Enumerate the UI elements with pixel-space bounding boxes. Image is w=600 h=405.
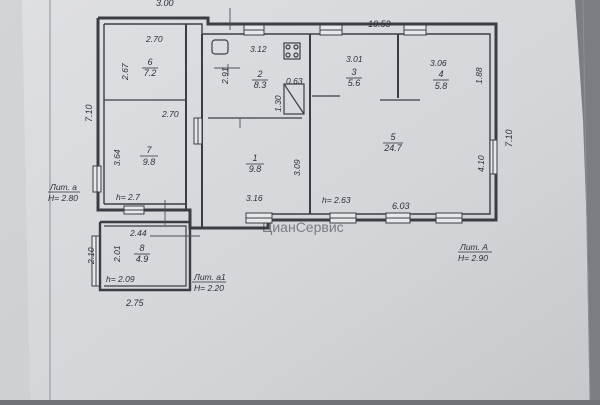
paper-fold [0, 0, 30, 400]
svg-text:H= 2.80: H= 2.80 [48, 193, 78, 203]
room-number: 7 [146, 145, 152, 155]
room-area: 8.3 [254, 80, 267, 90]
room-number: 3 [351, 67, 356, 77]
room3-width: 3.01 [346, 54, 363, 64]
room-5: 5 24.7 [383, 132, 403, 153]
liter-label-main: Лит. А H= 2.90 [458, 242, 492, 263]
overall-top-dim: 3.00 [156, 0, 174, 8]
sink-symbol [211, 39, 229, 55]
svg-text:Лит. а: Лит. а [49, 182, 77, 192]
room-number: 1 [252, 153, 257, 163]
overall-right-dim: 7.10 [504, 129, 514, 147]
room-6: 6 7.2 [142, 57, 158, 78]
room-number: 6 [147, 57, 152, 67]
annex-outer-height: 2.10 [86, 247, 96, 265]
room1-height: 3.09 [292, 159, 302, 176]
frame-line-right [582, 0, 591, 401]
room-area: 5.6 [348, 78, 361, 88]
room4-width: 3.06 [430, 58, 447, 68]
svg-text:H= 2.20: H= 2.20 [194, 283, 224, 293]
stove-symbol [283, 42, 301, 60]
staircase [283, 83, 305, 115]
room6-height: 2.67 [120, 63, 130, 81]
room2-height: 2.91 [220, 67, 230, 85]
stair-width: 0.63 [286, 76, 303, 86]
annex-walls [98, 220, 192, 292]
ceiling-height-annex: h= 2.09 [106, 274, 135, 284]
room-number: 2 [256, 69, 262, 79]
watermark: ЦианСервис [262, 219, 344, 235]
room-8: 8 4.9 [134, 243, 150, 264]
svg-text:H= 2.90: H= 2.90 [458, 253, 488, 263]
room7-height: 3.64 [112, 149, 122, 166]
room5-height: 4.10 [476, 155, 486, 172]
overall-top-right-dim: 10.53 [368, 19, 391, 29]
room-7: 7 9.8 [140, 145, 158, 167]
stair-height: 1.30 [273, 95, 283, 112]
room-area: 24.7 [383, 143, 403, 153]
room-area: 9.8 [143, 157, 156, 167]
room-1: 1 9.8 [246, 153, 264, 174]
overall-left-dim: 7.10 [84, 104, 94, 122]
liter-label-a: Лит. а H= 2.80 [48, 182, 80, 203]
annex-bottom-dim: 2.75 [125, 298, 145, 308]
paper-sheet [0, 0, 590, 400]
dimension-lines [150, 8, 241, 237]
room-3: 3 5.6 [346, 67, 362, 88]
room-number: 4 [438, 69, 443, 79]
ceiling-height-left: h= 2.7 [116, 192, 140, 202]
room-number: 5 [390, 132, 396, 142]
room2-width: 3.12 [250, 44, 267, 54]
room-area: 9.8 [249, 164, 262, 174]
ceiling-height-main: h= 2.63 [322, 195, 351, 205]
room-2: 2 8.3 [252, 69, 268, 90]
room-area: 5.8 [435, 81, 448, 91]
liter-label-a1: Лит. а1 H= 2.20 [192, 272, 226, 293]
svg-text:Лит. А: Лит. А [459, 242, 488, 252]
windows [91, 24, 498, 287]
room5-bottom-dim: 6.03 [392, 201, 410, 211]
room4-height: 1.88 [474, 67, 484, 84]
room-area: 4.9 [136, 254, 149, 264]
room-number: 8 [139, 243, 144, 253]
svg-text:Лит. а1: Лит. а1 [193, 272, 226, 282]
annex-width: 2.44 [129, 228, 147, 238]
room-4: 4 5.8 [433, 69, 449, 91]
room7-width: 2.70 [161, 109, 179, 119]
room1-width: 3.16 [246, 193, 263, 203]
annex-inner-height: 2.01 [112, 245, 122, 263]
room-area: 7.2 [144, 68, 157, 78]
room6-width: 2.70 [145, 34, 163, 44]
room-dimensions: 2.70 2.67 2.70 3.64 3.12 2.91 0.63 1.30 … [86, 34, 486, 265]
